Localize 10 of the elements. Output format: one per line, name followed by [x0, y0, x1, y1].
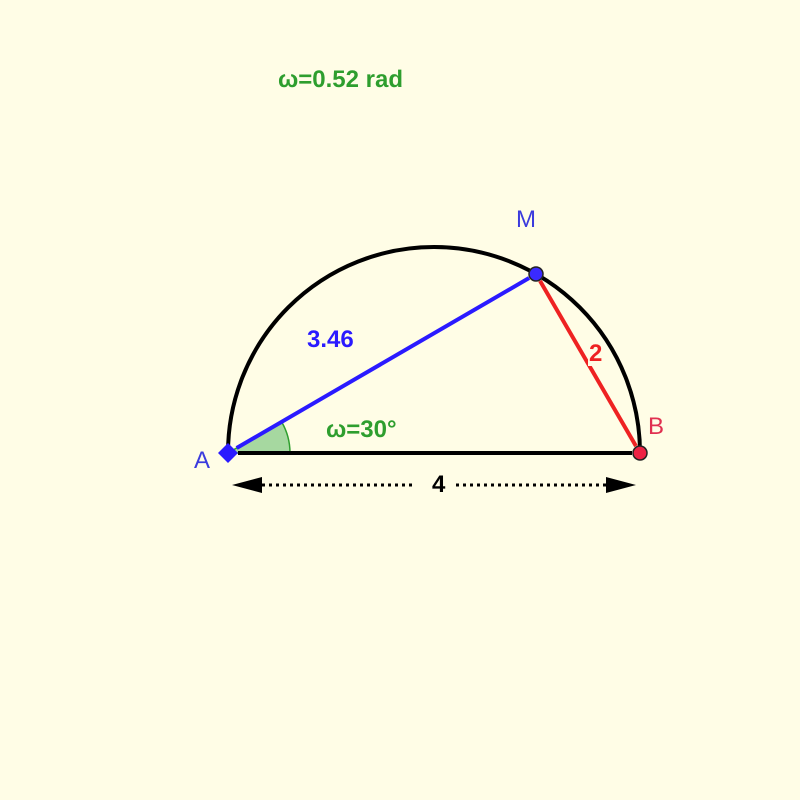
dimension-label: 4 — [432, 473, 446, 497]
line-segment — [238, 451, 632, 455]
line-segment — [538, 280, 638, 448]
line-segment — [236, 276, 530, 450]
angle-label: ω=30° — [326, 418, 397, 442]
angle-value-text: ω=0.52 rad — [278, 68, 404, 92]
point-label: M — [516, 208, 536, 232]
point-label: B — [648, 415, 664, 439]
point-label: A — [194, 449, 210, 473]
edge-label: 2 — [588, 342, 604, 366]
